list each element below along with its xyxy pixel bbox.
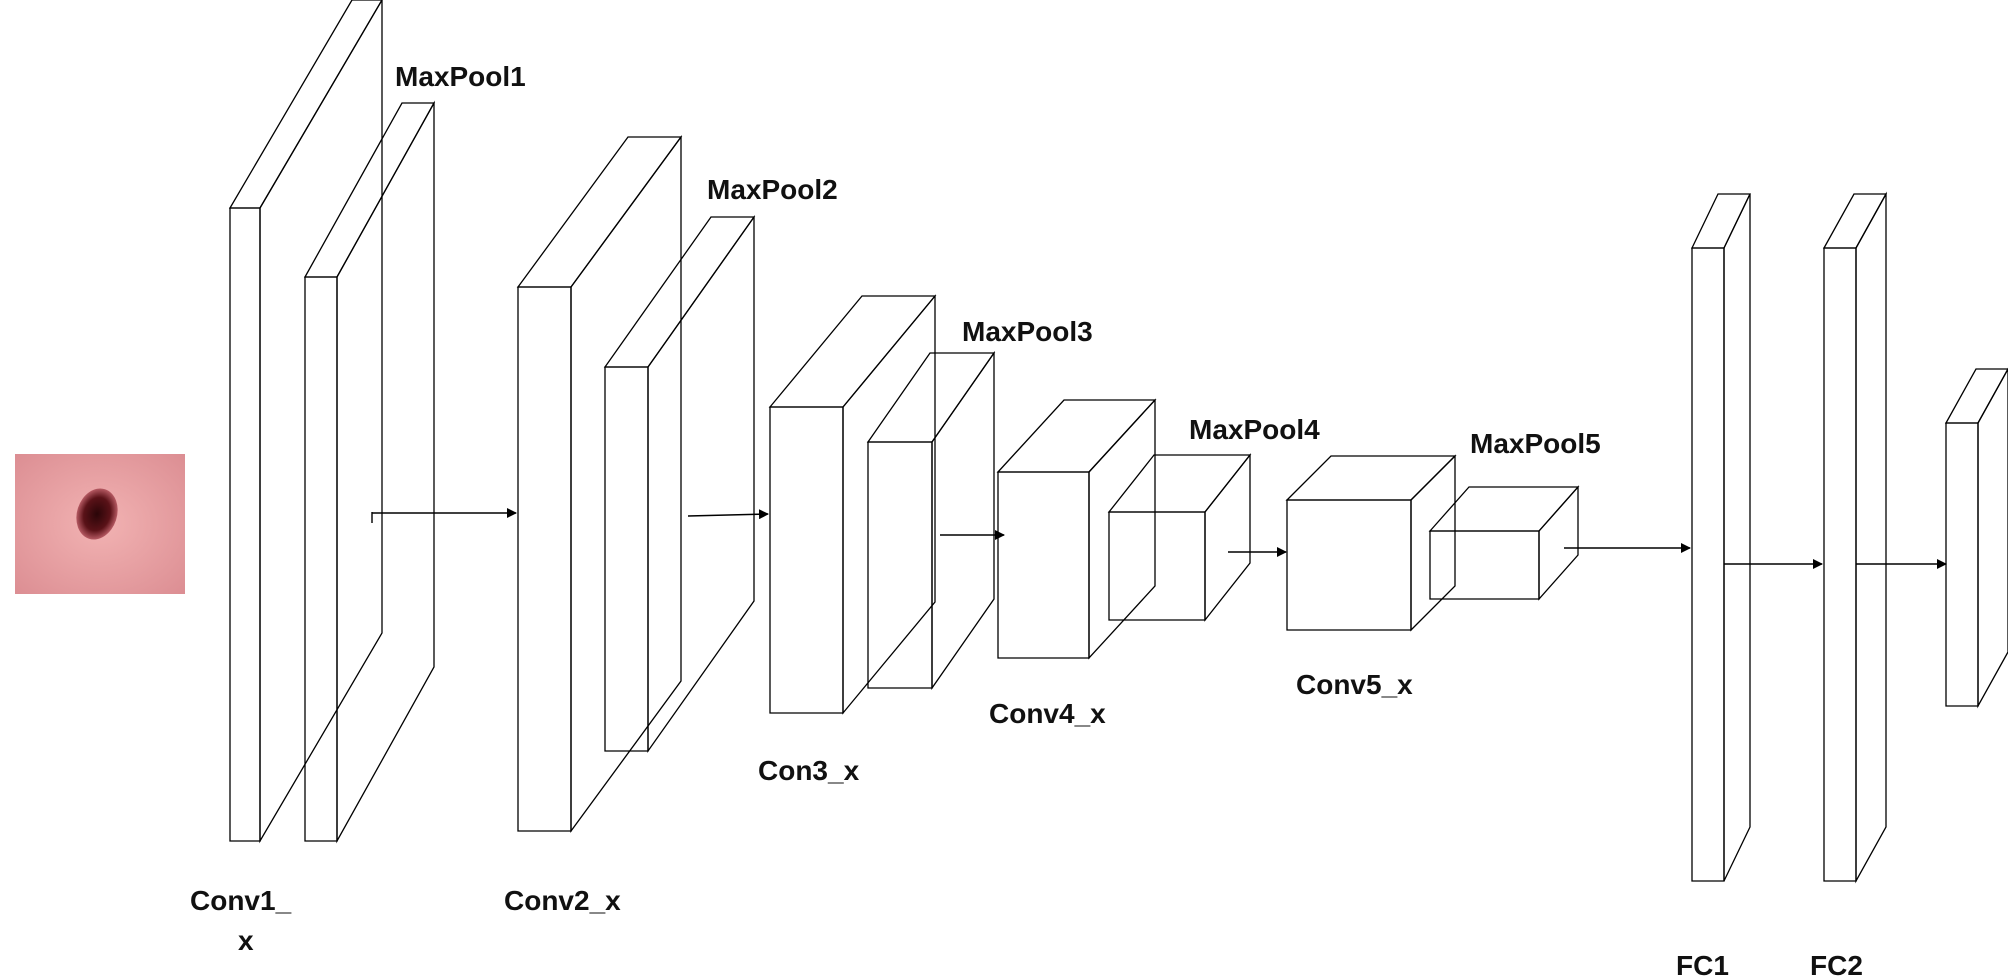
maxpool2-block: [603, 214, 756, 754]
label-conv1-line2: x: [238, 925, 254, 956]
conv3-block: [768, 294, 937, 715]
label-maxpool4: MaxPool4: [1189, 414, 1320, 445]
arrow-pool2-to-conv3: [687, 509, 769, 520]
output-block: [1944, 367, 2008, 709]
label-conv1: Conv1_: [190, 885, 292, 916]
fc2-block: [1822, 191, 1888, 884]
label-fc1: FC1: [1676, 950, 1729, 977]
skin-lesion-image: [15, 454, 185, 594]
label-conv2: Conv2_x: [504, 885, 621, 916]
arrow-pool1-to-conv2: [371, 508, 517, 523]
label-maxpool5: MaxPool5: [1470, 428, 1601, 459]
label-maxpool3: MaxPool3: [962, 316, 1093, 347]
label-conv3: Con3_x: [758, 755, 860, 786]
label-conv4: Conv4_x: [989, 698, 1106, 729]
conv2-block: [516, 135, 683, 833]
maxpool5-block: [1428, 485, 1580, 601]
maxpool4-block: [1107, 453, 1252, 622]
label-maxpool1: MaxPool1: [395, 61, 526, 92]
fc1-block: [1690, 193, 1752, 882]
conv4-block: [996, 398, 1157, 660]
label-conv5: Conv5_x: [1296, 669, 1413, 700]
maxpool3-block: [866, 350, 996, 691]
conv5-block: [1285, 454, 1457, 632]
conv1-block: [228, 0, 383, 844]
label-maxpool2: MaxPool2: [707, 174, 838, 205]
maxpool1-block: [303, 100, 436, 844]
label-fc2: FC2: [1810, 950, 1863, 977]
